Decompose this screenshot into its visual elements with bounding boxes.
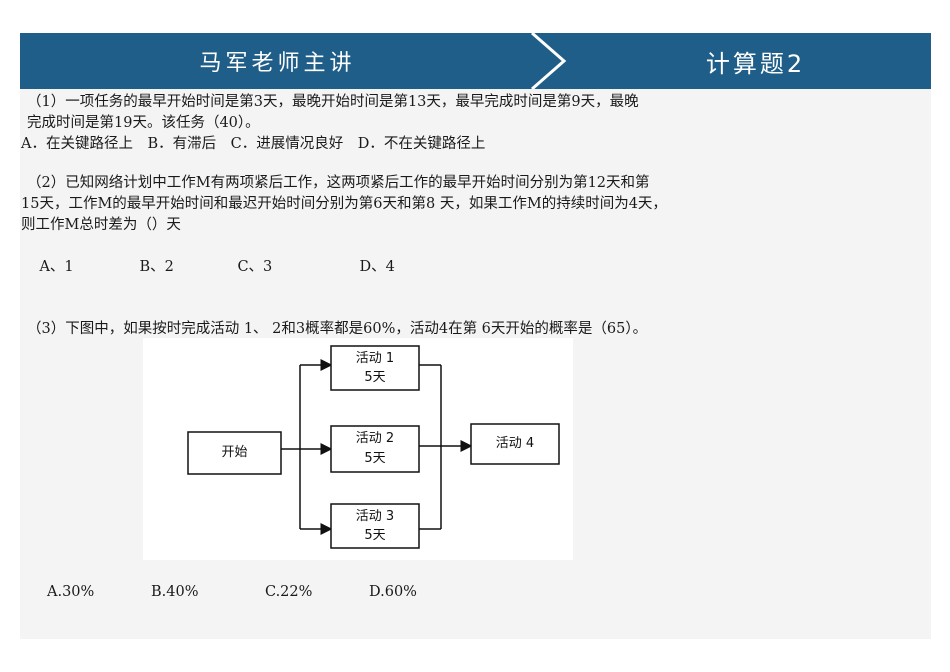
q3-line1: （3）下图中，如果按时完成活动 1、 2和3概率都是60%，活动4在第 6天开始… [27, 321, 648, 337]
activity-1-duration: 5天 [364, 370, 386, 385]
presenter-title: 马军老师主讲 [199, 51, 356, 76]
q2-option-b: B、2 [139, 259, 174, 275]
q2-line1: （2）已知网络计划中工作M有两项紧后工作，这两项紧后工作的最早开始时间分别为第1… [27, 175, 650, 191]
q2-options: A、1 B、2 C、3 D、4 [21, 236, 917, 299]
q1-options: A．在关键路径上 B．有滞后 C．进展情况良好 D．不在关键路径上 [21, 136, 486, 152]
question-content: （1）一项任务的最早开始时间是第3天，最晚开始时间是第13天，最早完成时间是第9… [21, 92, 917, 340]
activity-4-label: 活动 4 [495, 436, 535, 451]
q2-option-c: C、3 [237, 259, 273, 275]
activity-2-duration: 5天 [364, 451, 386, 466]
start-label: 开始 [221, 445, 248, 460]
q1-line1: （1）一项任务的最早开始时间是第3天，最晚开始时间是第13天，最早完成时间是第9… [27, 94, 639, 110]
q2-line2: 15天，工作M的最早开始时间和最迟开始时间分别为第6天和第8 天，如果工作M的持… [21, 196, 667, 212]
activity-2-name: 活动 2 [355, 431, 395, 446]
q1-line2: 完成时间是第19天。该任务（40）。 [27, 115, 260, 131]
activity-3-box [330, 503, 420, 549]
header-background [20, 33, 931, 89]
activity-1-name: 活动 1 [355, 351, 395, 366]
q3-answer-c: C.22% [265, 584, 313, 600]
header-bar: 马军老师主讲 计算题2 [20, 33, 931, 89]
q3-answer-b: B.40% [151, 584, 199, 600]
section-title: 计算题2 [705, 49, 806, 78]
start-box [187, 431, 282, 475]
activity-3-duration: 5天 [364, 528, 386, 543]
q2-option-a: A、1 [39, 259, 74, 275]
q2-line3: 则工作M总时差为（）天 [21, 217, 181, 233]
q2-option-d: D、4 [359, 259, 395, 275]
network-diagram: 开始 活动 1 5天 活动 2 5天 活动 3 5天 活动 4 [143, 338, 573, 560]
activity-3-name: 活动 3 [355, 509, 395, 524]
q3-answer-d: D.60% [369, 584, 417, 600]
q3-answer-a: A.30% [47, 584, 95, 600]
activity-2-box [330, 425, 420, 473]
diagram-lines [187, 345, 560, 549]
activity-4-box [470, 423, 560, 465]
activity-1-box [330, 345, 420, 391]
